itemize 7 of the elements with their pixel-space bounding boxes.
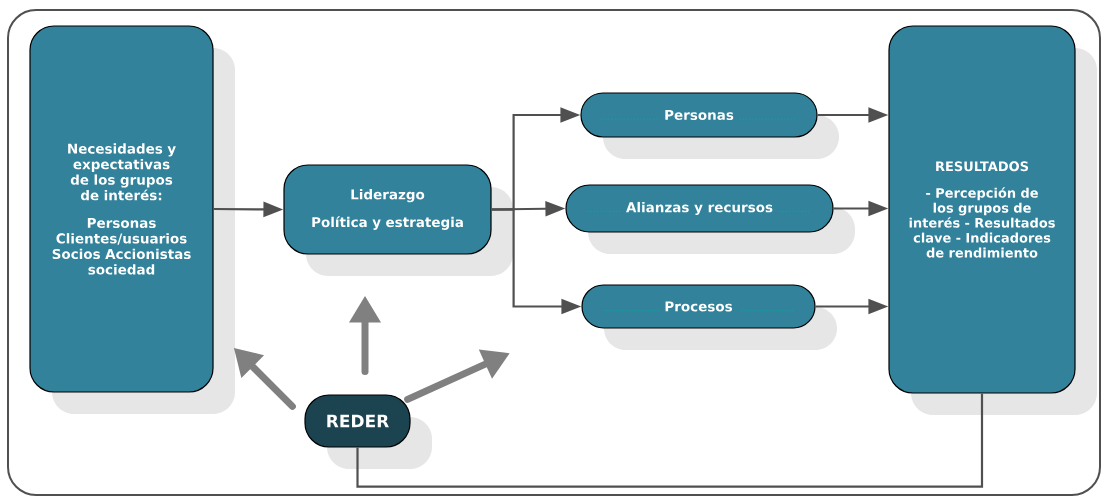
- process-box: RESULTADOS - Percepción de los grupos de interés - Resultados clave - Indicadores de rendimiento: [888, 25, 1076, 394]
- process-box: Alianzas y recursos: [565, 184, 834, 233]
- process-box: Personas: [580, 92, 818, 138]
- process-box: Procesos: [581, 284, 816, 329]
- process-box: Necesidades y expectativas de los grupos de interés: Personas Clientes/usuarios Socios Accionistas sociedad: [29, 25, 214, 393]
- reder-box: REDER: [304, 394, 411, 448]
- process-box: Liderazgo Política y estrategia: [283, 164, 492, 255]
